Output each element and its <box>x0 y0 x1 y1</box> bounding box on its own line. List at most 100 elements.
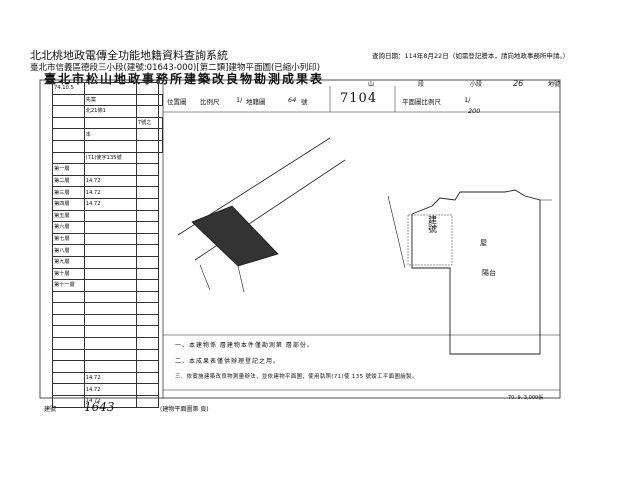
table-cell: 第一層 <box>52 163 85 176</box>
table-cell: 14.72 <box>83 383 137 397</box>
table-row <box>52 290 163 304</box>
table-cell <box>52 313 85 327</box>
table-cell <box>52 337 85 350</box>
table-cell: 第二層 <box>52 174 85 188</box>
table-cell <box>135 163 159 176</box>
table-row: (71)使字135號 <box>52 151 163 165</box>
table-cell: (71)使字135號 <box>83 151 137 165</box>
table-cell <box>83 348 137 362</box>
table-row: 第七層 <box>52 232 163 246</box>
table-cell <box>52 290 85 304</box>
table-cell <box>52 93 85 107</box>
table-cell <box>135 302 159 315</box>
table-cell <box>135 82 159 95</box>
table-cell <box>52 116 85 130</box>
table-row <box>52 337 163 350</box>
table-cell: 第四層 <box>52 197 85 211</box>
table-row: 第十層 <box>52 267 163 281</box>
location-label: 山 <box>368 81 375 88</box>
date-stamp: 70. 9. 3,000張 <box>508 395 544 401</box>
scale-label: 1/ <box>236 96 243 104</box>
table-cell <box>52 360 85 373</box>
table-cell <box>135 267 159 281</box>
table-cell <box>135 151 159 165</box>
table-cell <box>83 325 137 339</box>
table-row: 北21條1 <box>52 105 163 118</box>
table-cell <box>52 128 85 141</box>
table-row: 第十一層 <box>52 279 163 292</box>
table-row <box>52 360 163 373</box>
table-cell: 第三層 <box>52 186 85 199</box>
table-cell <box>135 209 159 223</box>
table-row: 本 <box>52 128 164 141</box>
scale-label: 平面圖比例尺 <box>402 98 441 106</box>
table-cell <box>83 279 137 292</box>
table-row: 第九層 <box>52 255 163 269</box>
table-cell <box>52 348 85 362</box>
table-cell <box>135 337 159 350</box>
scale-label: 號 <box>301 98 308 106</box>
table-cell: 北21條1 <box>83 105 137 118</box>
table-row: 第八層 <box>52 244 163 257</box>
bottom-build-label: 建號 <box>44 406 57 413</box>
table-cell <box>52 371 85 385</box>
boundary-line <box>237 265 245 293</box>
note-1: 一、本建物係 層建物本件僅勘測第 層部份。 <box>175 342 314 349</box>
table-cell <box>157 116 164 130</box>
table-cell <box>83 116 137 130</box>
table-cell <box>135 244 159 257</box>
table-cell <box>135 325 159 339</box>
table-cell <box>135 313 159 327</box>
bottom-ref: (建物平面圖第 頁) <box>160 406 209 413</box>
table-cell <box>83 302 137 315</box>
table-cell: 14.72 <box>83 174 137 188</box>
location-label: 地號 <box>548 81 561 88</box>
table-cell <box>52 151 85 165</box>
table-row: 第五層 <box>52 209 163 223</box>
table-cell <box>83 139 137 153</box>
table-cell: 第六層 <box>52 221 85 234</box>
table-cell <box>135 139 159 153</box>
table-row: 74.10.5 <box>52 82 163 95</box>
handwritten-number: 1643 <box>84 400 115 414</box>
stamp-number: 7104 <box>340 91 378 106</box>
query-info: 查詢日期：114年8月22日（如需登記謄本，請向地政事務所申請。） <box>372 52 570 60</box>
table-cell: 先案 <box>83 93 137 107</box>
table-cell <box>135 197 159 211</box>
table-cell <box>135 174 159 188</box>
table-cell <box>83 290 137 304</box>
note-3: 三、依實施建築改良物測量辦法，並依建物平面圖，使用執照(71)使 135 號竣工… <box>175 374 418 380</box>
scale-label: 比例尺 <box>200 98 220 106</box>
table-cell: 14.72 <box>83 186 137 199</box>
table-cell <box>83 163 137 176</box>
table-cell <box>135 395 159 408</box>
table-cell: 14.72 <box>83 395 137 408</box>
table-cell <box>83 255 137 269</box>
location-label: 26 <box>513 79 524 88</box>
table-cell <box>135 128 159 141</box>
table-cell <box>135 348 159 362</box>
table-cell: 7號之 <box>135 116 159 130</box>
table-cell <box>135 93 159 107</box>
table-cell <box>135 221 159 234</box>
table-row: 先案 <box>52 93 164 107</box>
table-cell <box>135 255 159 269</box>
balcony-outline <box>407 214 453 266</box>
table-row: 第一層 <box>52 163 163 176</box>
location-label: 小段 <box>470 81 483 88</box>
table-cell <box>135 371 159 385</box>
floor-plan-outline <box>411 189 541 355</box>
table-cell <box>157 139 164 153</box>
table-cell <box>83 82 137 95</box>
scale-label: 位置圖 <box>167 98 187 106</box>
table-cell <box>135 279 159 292</box>
table-row: 14.72 <box>52 371 163 385</box>
plan-label-stamp: 建號 <box>426 215 436 233</box>
table-cell <box>83 232 137 246</box>
table-cell <box>83 337 137 350</box>
